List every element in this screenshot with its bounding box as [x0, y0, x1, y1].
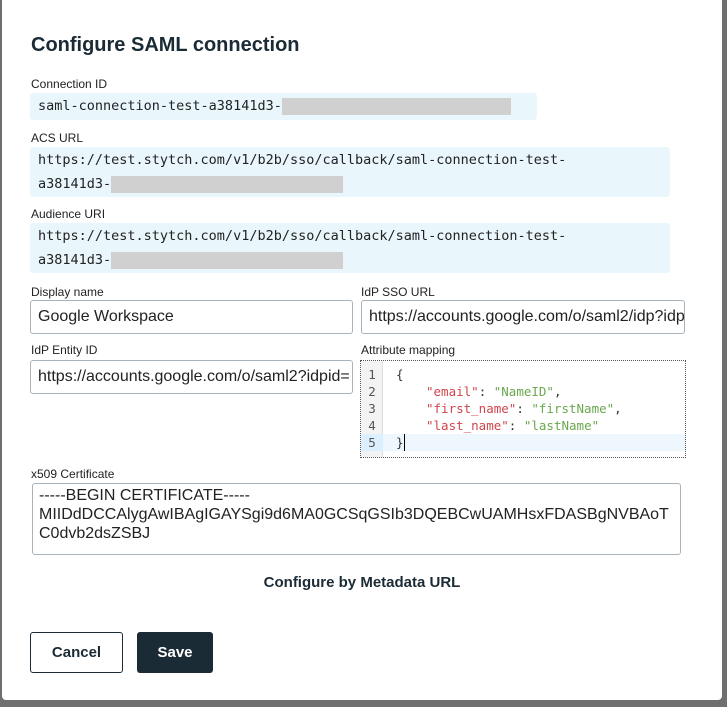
acs-url-line2: a38141d3- [38, 176, 112, 192]
code-text: { [396, 367, 404, 382]
connection-id-text: saml-connection-test-a38141d3- [38, 98, 282, 114]
line-number: 4 [368, 418, 376, 433]
json-key: "first_name" [426, 401, 517, 416]
display-name-input[interactable]: Google Workspace [30, 300, 353, 334]
code-line: 3"first_name": "firstName", [361, 400, 685, 417]
redacted-block [111, 251, 344, 269]
acs-url-line1: https://test.stytch.com/v1/b2b/sso/callb… [38, 152, 567, 168]
code-line-active: 5} [361, 434, 685, 451]
audience-uri-line1: https://test.stytch.com/v1/b2b/sso/callb… [38, 228, 567, 244]
connection-id-value[interactable]: saml-connection-test-a38141d3- [30, 93, 537, 120]
audience-uri-value[interactable]: https://test.stytch.com/v1/b2b/sso/callb… [30, 223, 670, 273]
json-key: "email" [426, 384, 479, 399]
display-name-label: Display name [31, 285, 104, 299]
comma: , [553, 384, 562, 399]
modal-title: Configure SAML connection [31, 34, 300, 56]
json-value: "lastName" [523, 418, 600, 433]
audience-uri-line2: a38141d3- [38, 252, 112, 268]
line-number-gutter [361, 361, 383, 457]
json-value: "firstName" [531, 401, 615, 416]
cancel-button[interactable]: Cancel [30, 632, 123, 673]
idp-entity-id-input[interactable]: https://accounts.google.com/o/saml2?idpi… [30, 360, 353, 394]
save-button[interactable]: Save [137, 632, 213, 673]
line-number: 3 [368, 401, 376, 416]
line-number: 2 [368, 384, 376, 399]
json-key: "last_name" [426, 418, 509, 433]
redacted-block [111, 175, 344, 193]
redacted-block [281, 97, 511, 115]
idp-entity-id-label: IdP Entity ID [31, 343, 98, 357]
audience-uri-label: Audience URI [31, 207, 106, 221]
code-line: 2"email": "NameID", [361, 383, 685, 400]
certificate-textarea[interactable]: -----BEGIN CERTIFICATE----- MIIDdDCCAlyg… [32, 483, 681, 555]
certificate-label: x509 Certificate [31, 467, 115, 481]
acs-url-value[interactable]: https://test.stytch.com/v1/b2b/sso/callb… [30, 147, 670, 197]
code-line: 1{ [361, 366, 685, 383]
comma: , [614, 401, 622, 416]
acs-url-label: ACS URL [31, 131, 84, 145]
configure-by-metadata-url-link[interactable]: Configure by Metadata URL [263, 574, 461, 591]
line-number: 5 [361, 434, 383, 451]
json-value: "NameID" [493, 384, 554, 399]
attribute-mapping-label: Attribute mapping [361, 343, 456, 357]
connection-id-label: Connection ID [31, 77, 108, 91]
code-text: } [396, 434, 405, 451]
idp-sso-url-input[interactable]: https://accounts.google.com/o/saml2/idp?… [361, 300, 685, 334]
code-line: 4"last_name": "lastName" [361, 417, 685, 434]
attribute-mapping-editor[interactable]: 1{ 2"email": "NameID", 3"first_name": "f… [360, 360, 686, 458]
idp-sso-url-label: IdP SSO URL [361, 285, 435, 299]
line-number: 1 [368, 367, 376, 382]
